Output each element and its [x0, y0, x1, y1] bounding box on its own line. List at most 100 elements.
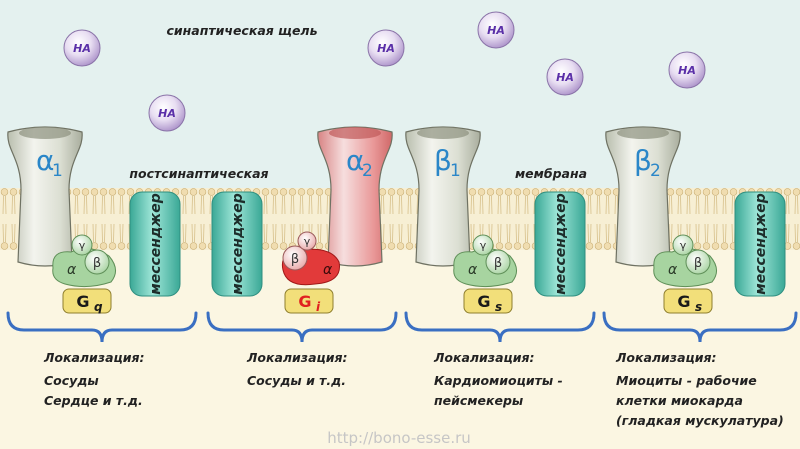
receptor-symbol: α	[36, 144, 54, 177]
g-protein-name: G	[76, 292, 89, 311]
gamma-label: γ	[480, 239, 487, 252]
ligand-label: НА	[487, 24, 505, 37]
receptor-body	[7, 126, 83, 267]
ligand-label: НА	[678, 64, 696, 77]
gamma-subunit	[472, 234, 494, 256]
postsynaptic-label: постсинаптическая	[129, 166, 268, 181]
receptor-subscript: 2	[650, 161, 661, 181]
localization-title: Локализация:	[43, 350, 145, 365]
alpha-label: α	[323, 262, 333, 278]
group-bracket	[602, 311, 798, 343]
ligand-molecule: НА	[477, 11, 515, 49]
g-protein-subtype: s	[695, 300, 702, 314]
receptor-symbol: β	[634, 144, 652, 177]
gamma-subunit	[672, 234, 694, 256]
alpha-label: α	[468, 262, 478, 278]
localization-line: Сердце и т.д.	[44, 393, 143, 408]
receptor-binding-pocket	[617, 127, 669, 139]
g-protein-tag	[284, 288, 334, 314]
g-protein-tag	[463, 288, 513, 314]
receptor-symbol: α	[346, 144, 364, 177]
beta-label: β	[291, 252, 299, 267]
beta-label: β	[694, 256, 702, 271]
gamma-label: γ	[304, 235, 311, 248]
gamma-label: γ	[680, 239, 687, 252]
localization-line: Миоциты - рабочие	[616, 373, 757, 388]
g-protein-tag	[663, 288, 713, 314]
receptor-body	[605, 126, 681, 267]
group-bracket	[404, 311, 596, 343]
ligand-sphere	[63, 29, 101, 67]
localization-line: клетки миокарда	[616, 393, 743, 408]
messenger-capsule	[211, 191, 263, 297]
ligand-label: НА	[556, 71, 574, 84]
localization-title: Локализация:	[433, 350, 535, 365]
receptor-binding-pocket	[417, 127, 469, 139]
ligand-molecule: НА	[668, 51, 706, 89]
messenger-capsule	[734, 191, 786, 297]
messenger: мессенджер	[211, 191, 263, 297]
ligand-label: НА	[73, 42, 91, 55]
localization-title: Локализация:	[246, 350, 348, 365]
messenger-capsule	[129, 191, 181, 297]
ligand-sphere	[668, 51, 706, 89]
messenger-label: мессенджер	[553, 193, 569, 294]
beta-subunit	[685, 249, 711, 275]
g-protein-name: G	[677, 292, 690, 311]
messenger: мессенджер	[734, 191, 786, 297]
gamma-label: γ	[79, 239, 86, 252]
receptor-symbol: β	[434, 144, 452, 177]
g-protein-subtype: i	[316, 300, 321, 314]
ligand-label: НА	[158, 107, 176, 120]
ligand-molecule: НА	[63, 29, 101, 67]
g-protein-subtype: q	[94, 300, 103, 314]
g-protein-name: G	[477, 292, 490, 311]
beta-subunit	[84, 249, 110, 275]
localization-title: Локализация:	[615, 350, 717, 365]
receptor-body	[317, 126, 393, 267]
localization-line: Сосуды	[44, 373, 99, 388]
localization-line: Кардиомиоциты -	[434, 373, 563, 388]
watermark: http://bono-esse.ru	[327, 429, 471, 447]
localization-line: пейсмекеры	[434, 393, 523, 408]
ligand-sphere	[546, 58, 584, 96]
g-protein-tag	[62, 288, 112, 314]
receptor-binding-pocket	[329, 127, 381, 139]
receptor-binding-pocket	[19, 127, 71, 139]
messenger-label: мессенджер	[753, 193, 769, 294]
receptor-subscript: 1	[52, 161, 63, 181]
ligand-sphere	[477, 11, 515, 49]
messenger: мессенджер	[129, 191, 181, 297]
g-protein-subtype: s	[495, 300, 502, 314]
alpha-label: α	[668, 262, 678, 278]
receptor-body	[405, 126, 481, 267]
ligand-sphere	[148, 94, 186, 132]
group-bracket	[206, 311, 398, 343]
ligand-sphere	[367, 29, 405, 67]
messenger-capsule	[534, 191, 586, 297]
localization-line: (гладкая мускулатура)	[616, 413, 784, 428]
membrane-label: мембрана	[515, 166, 587, 181]
beta-label: β	[93, 256, 101, 271]
gamma-subunit	[71, 234, 93, 256]
synaptic-cleft-area	[0, 0, 800, 190]
g-protein-name: G	[298, 292, 311, 311]
receptor-subscript: 1	[450, 161, 461, 181]
group-bracket	[6, 311, 198, 343]
messenger-label: мессенджер	[148, 193, 164, 294]
gamma-subunit	[297, 231, 317, 251]
ligand-molecule: НА	[148, 94, 186, 132]
receptor-subscript: 2	[362, 161, 373, 181]
synaptic-cleft-label: синаптическая щель	[166, 23, 317, 38]
localization-line: Сосуды и т.д.	[247, 373, 346, 388]
